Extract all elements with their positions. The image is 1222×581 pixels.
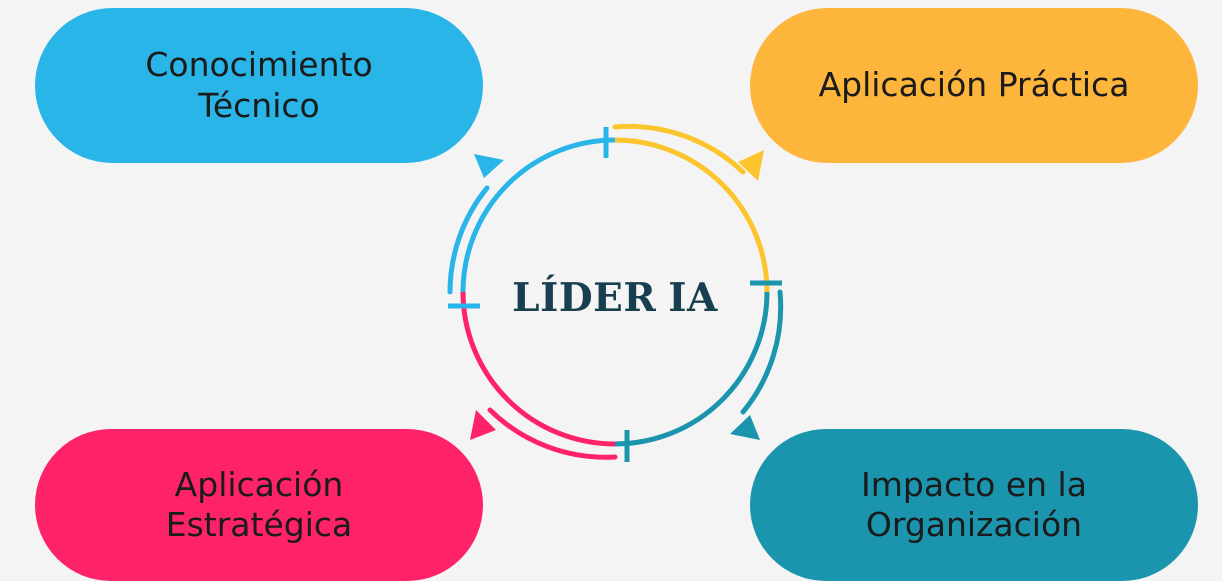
stage-label-line: Impacto en la [861,464,1087,504]
cycle-ring-pink [460,291,616,447]
stage-label-line: Conocimiento [145,45,373,85]
arrowhead-yellow [738,150,764,181]
stage-label-line: Aplicación [174,464,344,504]
logo-text: LÍDER [512,275,657,321]
arrowhead-teal [730,415,760,440]
arrowhead-blue [474,154,504,178]
stage-impacto-organizacion: Impacto en la Organización [750,429,1198,581]
stage-aplicacion-practica: Aplicación Práctica [750,8,1198,163]
stage-label-line: Organización [865,505,1083,544]
stage-aplicacion-estrategica: Aplicación Estratégica [35,429,483,581]
cycle-ring-blue [460,137,616,293]
logo-mark: IA [668,275,718,321]
stage-label-line: Técnico [198,85,320,125]
cycle-arrow-teal [740,289,784,415]
stage-conocimiento-tecnico: Conocimiento Técnico [35,8,483,163]
stage-label-line: Aplicación Práctica [818,65,1130,105]
stage-label-line: Estratégica [165,505,353,544]
cycle-ring-yellow [614,137,770,293]
arrowhead-pink [470,410,496,440]
cycle-arrow-pink [487,407,618,460]
cycle-arrow-blue [447,185,490,295]
cycle-ring-teal [614,291,770,447]
lider-ia-logo: LÍDER IA [510,272,720,324]
cycle-arrow-yellow [612,123,746,175]
